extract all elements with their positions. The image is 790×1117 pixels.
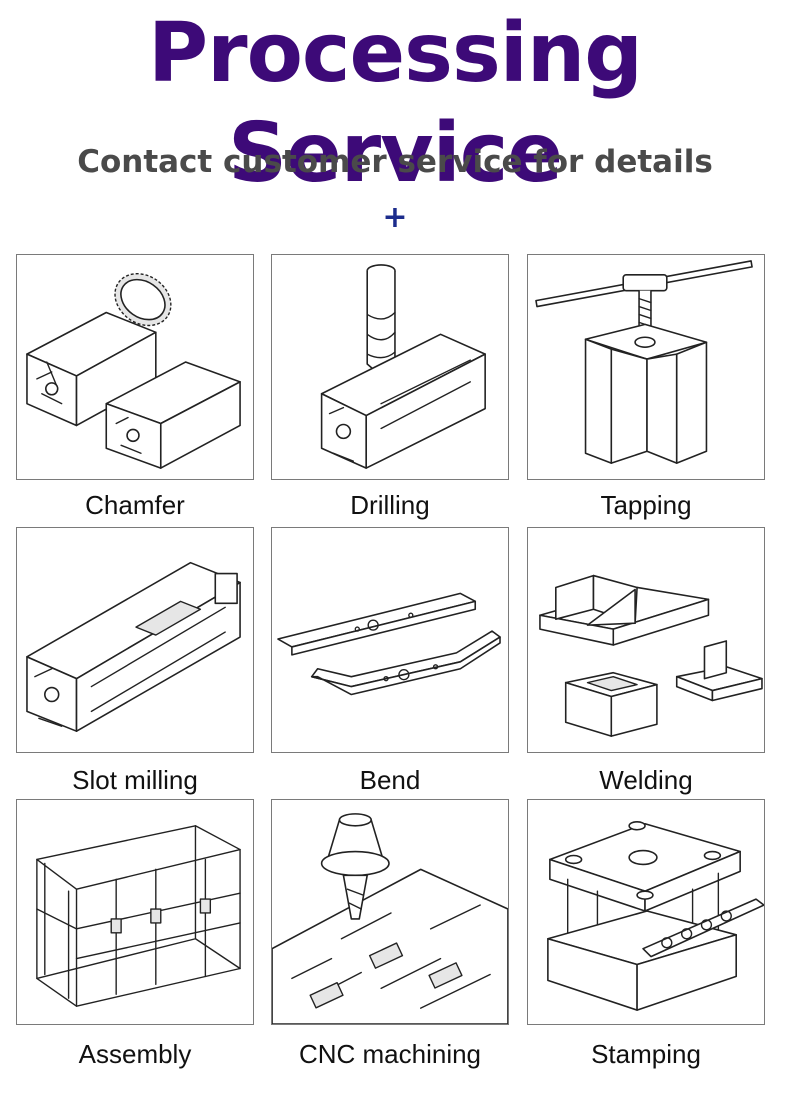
chamfer-image: [16, 254, 254, 480]
assembly-image: [16, 799, 254, 1025]
service-label: Drilling: [350, 490, 430, 520]
service-label: Tapping: [600, 490, 692, 520]
service-label: Bend: [359, 765, 421, 795]
page-subtitle: Contact customer service for details: [77, 144, 713, 180]
service-label: Chamfer: [85, 490, 185, 520]
service-label: Assembly: [78, 1039, 192, 1069]
plus-icon: +: [382, 200, 408, 235]
drilling-image: [271, 254, 509, 480]
stamping-image: [527, 799, 765, 1025]
welded-parts-icon: [539, 574, 763, 737]
stamping-die-icon: [547, 821, 764, 1011]
chamfer-saw-profile-icon: [26, 273, 241, 469]
welding-image: [527, 527, 765, 753]
page-title: Processing Service: [148, 6, 643, 201]
drill-bit-profile-icon: [320, 264, 486, 469]
tapping-image: [527, 254, 765, 480]
slot-milling-image: [16, 527, 254, 753]
service-label: Welding: [599, 765, 693, 795]
tap-wrench-profile-icon: [535, 260, 753, 464]
bent-bars-icon: [277, 592, 501, 696]
assembled-frame-icon: [36, 825, 241, 1007]
bend-image: [271, 527, 509, 753]
service-label: Stamping: [591, 1039, 701, 1069]
slot-milled-profile-icon: [26, 561, 241, 732]
cnc-machining-image: [271, 799, 509, 1025]
service-label: Slot milling: [72, 765, 198, 795]
cnc-spindle-plate-icon: [272, 813, 508, 1024]
service-label: CNC machining: [298, 1039, 482, 1069]
